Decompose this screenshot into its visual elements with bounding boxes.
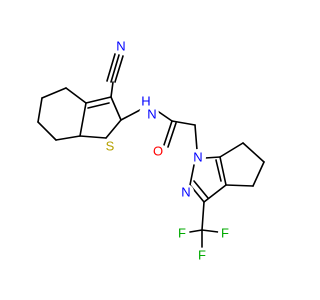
- bond-c6a-n1: [204, 156, 221, 159]
- bond-c3-nitrile-c: [110, 81, 114, 98]
- atom-nh-amide: N H: [139, 94, 159, 124]
- bond-c3a-c6a: [219, 156, 227, 186]
- bond-c6-c5: [242, 142, 265, 163]
- bond-nitrile-triple-b: [114, 55, 124, 83]
- bond-c3a-c4: [65, 87, 87, 104]
- atom-label-o: O: [153, 144, 163, 159]
- atom-label-n-pyrazole2: N: [181, 185, 190, 200]
- bond-c2-nh: [120, 109, 141, 121]
- atom-s-thiophene: S: [102, 138, 118, 154]
- bond-nitrile-triple-a: [110, 54, 120, 83]
- bond-carbonyl-ch2: [171, 120, 196, 126]
- atom-f-right: F: [218, 226, 232, 241]
- atom-n-nitrile: N: [113, 38, 129, 54]
- atom-label-n-nitrile: N: [116, 39, 125, 54]
- atom-n-pyrazole1: N: [190, 149, 206, 165]
- bond-cf3-f-right: [201, 229, 219, 233]
- bond-c3a-c7a: [79, 102, 87, 137]
- molecule-diagram: N S N H O N N: [37, 38, 265, 263]
- atom-f-bottom: F: [195, 248, 209, 263]
- bond-c5-c6: [37, 97, 43, 123]
- bond-ch2-n1: [194, 124, 198, 151]
- atom-o-carbonyl: O: [150, 143, 166, 159]
- bond-c2-s: [105, 119, 122, 139]
- bond-c6-c7: [37, 121, 57, 141]
- bond-c6a-c6: [219, 142, 244, 158]
- bond-n2-c3-double-b: [193, 180, 209, 199]
- atom-label-f-top: F: [221, 226, 229, 241]
- bond-c3-c2: [110, 96, 122, 121]
- bond-layer: [37, 53, 265, 248]
- atom-label-n-pyrazole1: N: [193, 150, 202, 165]
- atom-label-n-amide: N: [147, 107, 156, 122]
- bond-carbonyl-double-a: [163, 120, 173, 146]
- atom-f-top: F: [175, 226, 189, 241]
- atom-label-h-amide: H: [141, 94, 150, 109]
- bond-cf3-f-left: [189, 229, 203, 233]
- bond-c3a-c6a-double: [215, 159, 222, 182]
- atom-n-pyrazole2: N: [178, 184, 194, 200]
- molecule-structure: N S N H O N N: [37, 38, 265, 263]
- bond-c3-cf3: [201, 201, 205, 231]
- bond-c3-c3a: [203, 184, 227, 203]
- bond-c4-c3a: [225, 184, 254, 187]
- bond-c7-c7a: [55, 135, 81, 141]
- bond-c3a-c3-double-a: [85, 96, 112, 104]
- atom-label-f-bottom: F: [198, 248, 206, 263]
- bond-c4-c5: [41, 87, 67, 99]
- bond-c5-c4: [252, 161, 265, 187]
- bond-n1-n2: [189, 164, 195, 186]
- bond-s-c7a: [79, 135, 107, 139]
- bond-nitrile-triple-c: [106, 53, 116, 82]
- atom-label-s: S: [106, 139, 115, 154]
- atom-label-f-left: F: [178, 226, 186, 241]
- atom-layer: N S N H O N N: [102, 38, 232, 263]
- bond-carbonyl-double-b: [167, 122, 177, 148]
- bond-c3a-c3-double-b: [87, 102, 110, 109]
